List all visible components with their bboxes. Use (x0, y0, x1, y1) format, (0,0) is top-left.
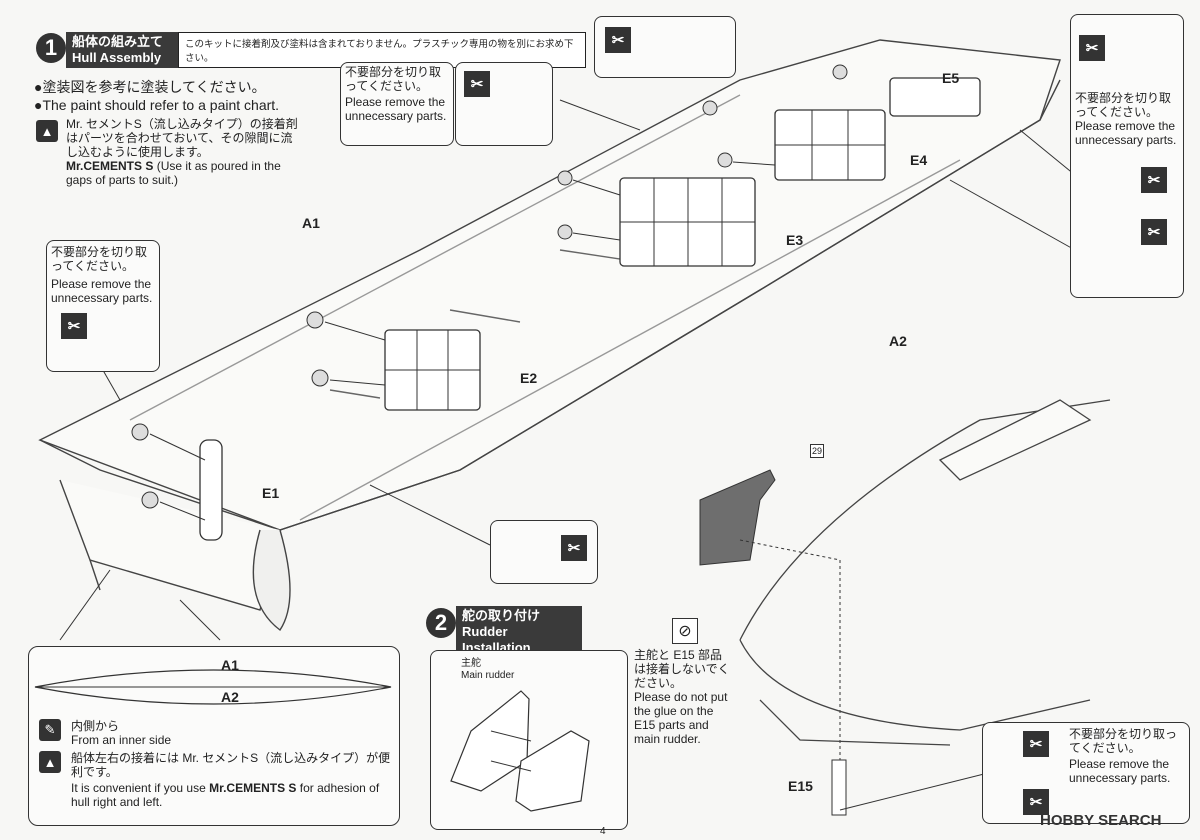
step-2-title-jp: 舵の取り付け (462, 608, 541, 623)
no-glue-note: 主舵と E15 部品は接着しないでください。 Please do not put… (634, 648, 730, 746)
cut-detail-box-upper: ✂ (594, 16, 736, 78)
paint-instruction-jp: ●塗装図を参考に塗装してください。 (34, 79, 266, 95)
pin-e15 (831, 759, 847, 816)
detail-label-a2: A2 (221, 689, 239, 705)
nipper-icon: ✂ (1023, 789, 1049, 815)
step-1-title-en: Hull Assembly (72, 50, 162, 65)
cut-detail-box-lower: ✂ (490, 520, 598, 584)
hull-joining-detail-box: A1 A2 ✎ 内側から From an inner side ▲ 船体左右の接… (28, 646, 400, 826)
label-e15: E15 (788, 778, 813, 794)
inner-side-en: From an inner side (71, 733, 172, 747)
cut-note-box-right: ✂ 不要部分を切り取ってください。 Please remove the unne… (1070, 14, 1184, 298)
cut-note-box-top: 不要部分を切り取ってください。 Please remove the unnece… (340, 62, 454, 146)
label-e2: E2 (520, 370, 538, 386)
cut-note-jp: 不要部分を切り取ってください。 (345, 65, 442, 93)
glue-dropper-icon: ▲ (39, 751, 61, 773)
cut-note-jp-right: 不要部分を切り取ってください。 (1075, 91, 1172, 119)
cement-note-en: (Use it as poured in the gaps of parts t… (66, 159, 281, 187)
step-1-title: 船体の組み立て Hull Assembly (66, 32, 178, 68)
cut-note-en: Please remove the unnecessary parts. (345, 95, 447, 123)
main-rudder-en: Main rudder (461, 670, 515, 681)
cement-note: Mr. セメントS（流し込みタイプ）の接着剤はパーツを合わせておいて、その隙間に… (66, 117, 298, 187)
cut-note-box-left: 不要部分を切り取ってください。 Please remove the unnece… (46, 240, 160, 372)
cut-note-jp-bottom: 不要部分を切り取ってください。 (1069, 727, 1178, 755)
page-number: 4 (600, 826, 606, 837)
step-1-title-jp: 船体の組み立て (72, 34, 164, 49)
stem-e1 (199, 439, 223, 541)
step-1-number: 1 (36, 33, 66, 63)
adhesion-note-jp: 船体左右の接着には Mr. セメントS（流し込みタイプ）が便利です。 (71, 751, 391, 779)
nipper-icon: ✂ (61, 313, 87, 339)
reference-number-badge: 29 (810, 444, 824, 458)
label-e5: E5 (942, 70, 960, 86)
no-glue-en: Please do not put the glue on the E15 pa… (634, 690, 728, 746)
hull-cross-section (34, 669, 392, 705)
rudder-part (699, 469, 776, 566)
label-e3: E3 (786, 232, 804, 248)
nipper-icon: ✂ (605, 27, 631, 53)
label-e4: E4 (910, 152, 928, 168)
adhesion-note-en: It is convenient if you use Mr.CEMENTS S… (71, 781, 393, 809)
brush-icon: ✎ (39, 719, 61, 741)
bulkhead-e5 (889, 77, 981, 117)
detail-label-a1: A1 (221, 657, 239, 673)
nipper-icon: ✂ (1079, 35, 1105, 61)
step-2-number: 2 (426, 608, 456, 638)
inner-side-jp: 内側から (71, 719, 120, 733)
cut-detail-box-top: ✂ (455, 62, 553, 146)
step-2-title: 舵の取り付け Rudder Installation (456, 606, 582, 658)
cement-note-jp: Mr. セメントS（流し込みタイプ）の接着剤はパーツを合わせておいて、その隙間に… (66, 117, 298, 159)
watermark: HOBBY SEARCH (1040, 812, 1162, 829)
rudder-exploded-view (450, 690, 590, 812)
cut-note-jp-left: 不要部分を切り取ってください。 (51, 245, 148, 273)
cut-note-en-left: Please remove the unnecessary parts. (51, 277, 153, 305)
adhesion-en-pre: It is convenient if you use (71, 781, 210, 795)
glue-dropper-icon: ▲ (36, 120, 58, 142)
no-glue-jp: 主舵と E15 部品は接着しないでください。 (634, 648, 730, 690)
main-rudder-jp: 主舵 (461, 658, 481, 669)
nipper-icon: ✂ (561, 535, 587, 561)
nipper-icon: ✂ (464, 71, 490, 97)
adhesion-en-post: for adhesion of hull right and left. (71, 781, 380, 809)
cement-brand: Mr.CEMENTS S (66, 159, 154, 173)
label-a2: A2 (889, 333, 907, 349)
no-glue-icon: ⊘ (672, 618, 698, 644)
cut-note-box-bottom: ✂ ✂ 不要部分を切り取ってください。 Please remove the un… (982, 722, 1190, 824)
nipper-icon: ✂ (1141, 167, 1167, 193)
cut-note-en-right: Please remove the unnecessary parts. (1075, 119, 1177, 147)
cut-note-en-bottom: Please remove the unnecessary parts. (1069, 757, 1171, 785)
adhesion-en-bold: Mr.CEMENTS S (209, 781, 297, 795)
hull-a2-outline (39, 79, 1061, 531)
paint-instruction-en: ●The paint should refer to a paint chart… (34, 97, 280, 113)
label-a1: A1 (302, 215, 320, 231)
rudder-detail-box: 主舵 Main rudder (430, 650, 628, 830)
label-e1: E1 (262, 485, 280, 501)
nipper-icon: ✂ (1023, 731, 1049, 757)
nipper-icon: ✂ (1141, 219, 1167, 245)
